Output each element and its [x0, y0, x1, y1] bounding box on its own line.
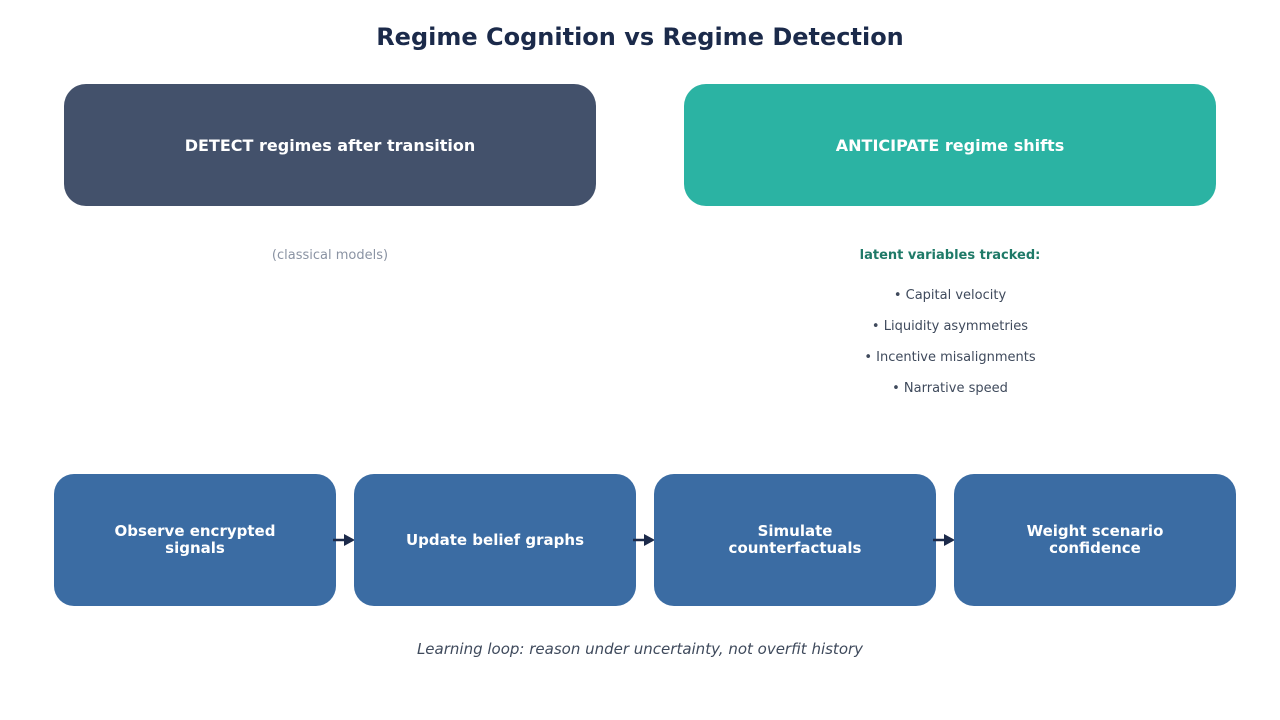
anticipate-box-label: ANTICIPATE regime shifts: [835, 135, 1065, 155]
page-title: Regime Cognition vs Regime Detection: [376, 23, 904, 51]
loop-step-weight: Weight scenario confidence: [954, 474, 1236, 606]
loop-step-update: Update belief graphs: [354, 474, 636, 606]
loop-step-observe: Observe encrypted signals: [54, 474, 336, 606]
loop-step-label: Weight scenario confidence: [1026, 522, 1164, 557]
latent-variable-item: • Capital velocity: [893, 288, 1007, 303]
loop-step-label: Simulate counterfactuals: [728, 522, 862, 557]
arrow-right-icon: [633, 534, 655, 546]
latent-variable-item: • Narrative speed: [892, 381, 1008, 396]
classical-models-note: (classical models): [271, 248, 389, 263]
loop-step-label: Update belief graphs: [405, 530, 585, 549]
anticipate-box: ANTICIPATE regime shifts: [684, 84, 1216, 206]
loop-step-simulate: Simulate counterfactuals: [654, 474, 936, 606]
latent-variables-list: • Capital velocity • Liquidity asymmetri…: [684, 287, 1216, 411]
detect-box-label: DETECT regimes after transition: [184, 135, 476, 155]
learning-loop-caption: Learning loop: reason under uncertainty,…: [416, 640, 864, 658]
detect-box: DETECT regimes after transition: [64, 84, 596, 206]
loop-step-label: Observe encrypted signals: [114, 522, 276, 557]
arrow-right-icon: [933, 534, 955, 546]
arrow-right-icon: [333, 534, 355, 546]
latent-variable-item: • Incentive misalignments: [864, 350, 1036, 365]
latent-variable-item: • Liquidity asymmetries: [871, 319, 1029, 334]
latent-variables-heading: latent variables tracked:: [859, 248, 1041, 263]
